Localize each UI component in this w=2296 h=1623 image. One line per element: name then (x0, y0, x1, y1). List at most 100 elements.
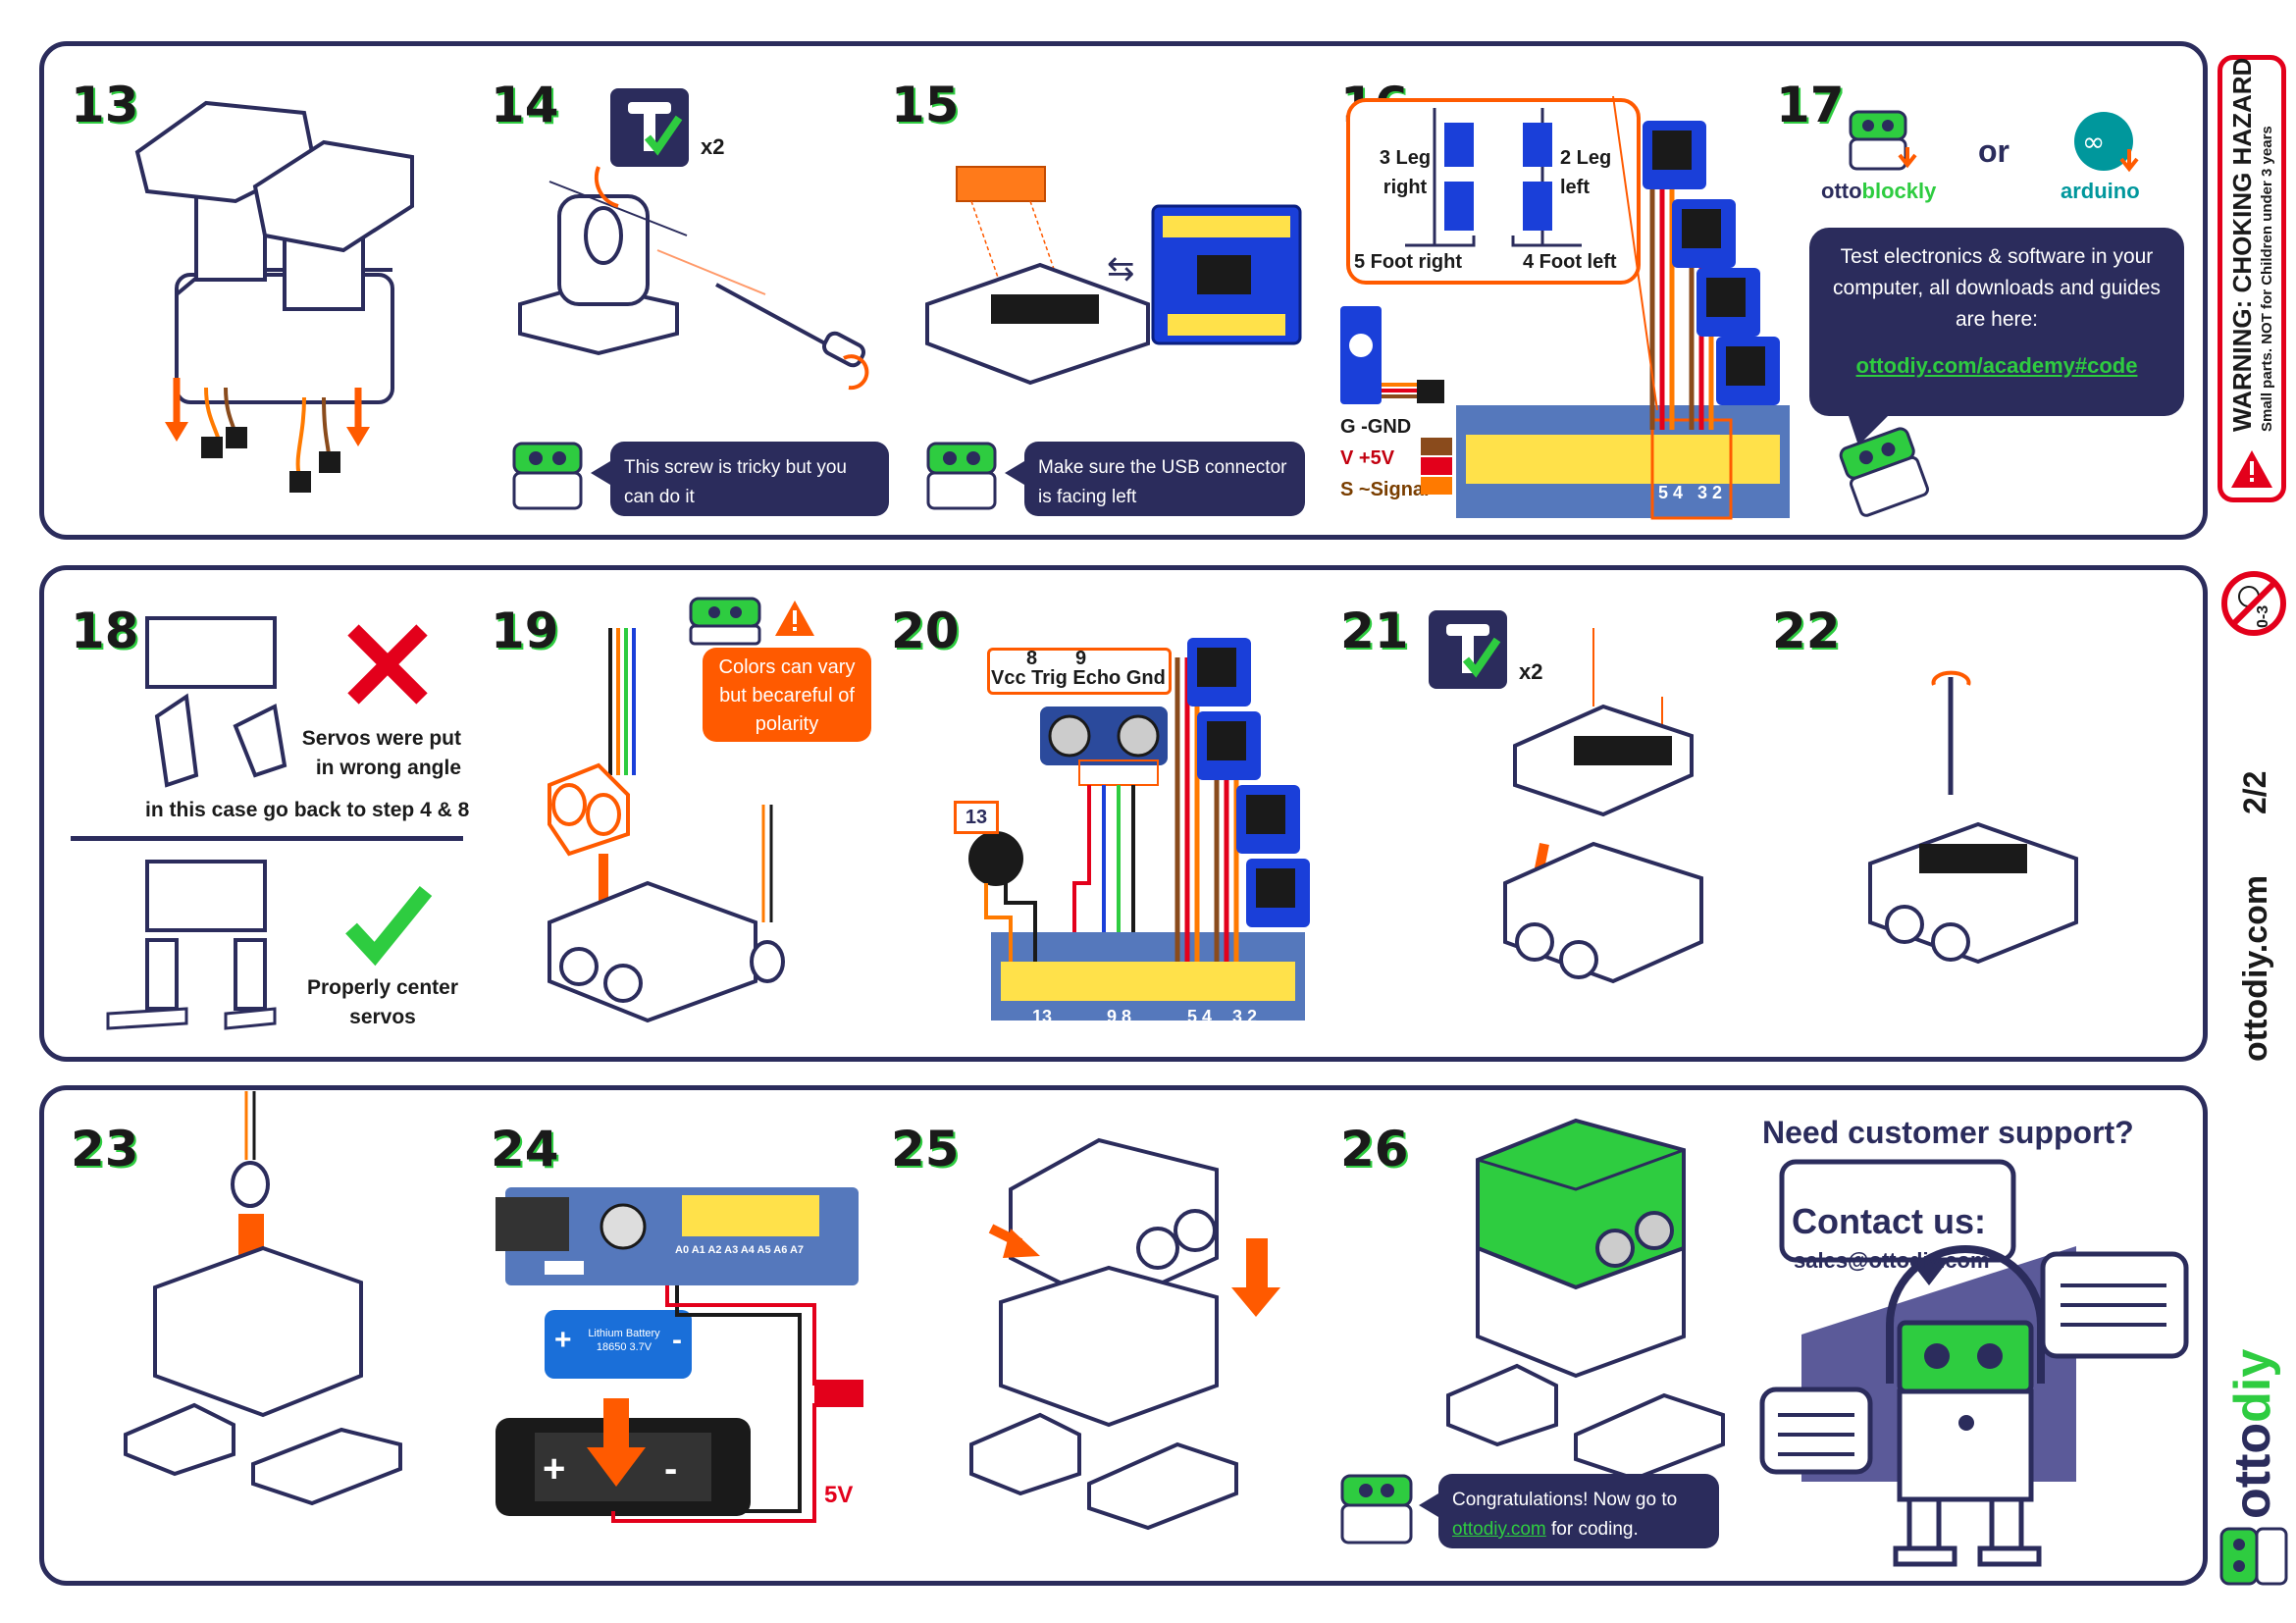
website-label[interactable]: ottodiy.com (2237, 874, 2274, 1062)
pin-9-label: 9 (1075, 648, 1087, 669)
pins-3-2: 3 2 (1697, 483, 1723, 502)
wrong-x-icon (347, 624, 428, 705)
step-14-illustration (518, 166, 869, 391)
ultrasonic-pins-text: Vcc Trig Echo Gnd (991, 667, 1166, 689)
step-20-number: 20 (891, 602, 960, 659)
step-14-number: 14 (491, 77, 559, 133)
academy-link[interactable]: ottodiy.com/academy#code (1855, 353, 2138, 378)
step-17-number: 17 (1776, 77, 1845, 133)
contact-title: Contact us: (1792, 1201, 1986, 1241)
servo-legend-box (1346, 98, 1641, 285)
no-under-3-icon (2221, 571, 2286, 636)
otto-mascot-icon (1340, 1474, 1415, 1544)
label-vcc: V +5V (1340, 447, 1395, 469)
ultrasonic-pin-header (987, 648, 1172, 695)
label-foot-left: 4 Foot left (1523, 251, 1617, 273)
page-number: 2/2 (2237, 770, 2272, 814)
otto-mascot-icon (689, 597, 763, 646)
screw-check-icon (610, 88, 689, 167)
pin-3-2-label: 3 2 (1232, 1007, 1258, 1026)
step-18-right-illustration (106, 860, 277, 1030)
svg-text:∞: ∞ (2082, 126, 2105, 158)
step-26-robot-illustration (1446, 1118, 1725, 1482)
pins-5-4: 5 4 (1658, 483, 1684, 502)
pin-9-8-label: 9 8 (1107, 1007, 1132, 1026)
step-24-number: 24 (491, 1121, 559, 1178)
choking-hazard-badge (2218, 55, 2286, 502)
warning-triangle-icon (775, 601, 814, 636)
servo-legs-diagram (1405, 108, 1582, 247)
choking-hazard-subtitle: Small parts. NOT for Children under 3 ye… (2259, 126, 2275, 432)
step-19-illustration (548, 628, 785, 1023)
pin-8-label: 8 (1026, 648, 1038, 669)
svg-text:+: + (543, 1447, 565, 1491)
screw-check-icon (1429, 610, 1507, 689)
step-15-number: 15 (891, 77, 960, 133)
svg-text:-: - (672, 1324, 682, 1356)
support-title: Need customer support? (1762, 1115, 2134, 1150)
otto-mascot-icon (1836, 419, 1949, 532)
polarity-warning-box: Colors can vary but becareful of polarit… (703, 648, 871, 742)
ottoblockly-logo-icon (1849, 110, 1917, 173)
go-back-text: in this case go back to step 4 & 8 (145, 799, 470, 821)
otto-mascot-icon (512, 442, 583, 510)
step-25-number: 25 (891, 1121, 960, 1178)
svg-text:+: + (554, 1324, 572, 1356)
label-leg-left: 2 Leg left (1560, 147, 1612, 198)
center-servos-text: Properly center servos (306, 976, 459, 1028)
voltage-label: 5V (824, 1482, 854, 1508)
wrong-angle-text: Servos were put in wrong angle (301, 727, 461, 779)
pin-13-label: 13 (1032, 1007, 1053, 1026)
buzzer-pin-badge: 13 (954, 801, 999, 834)
step-20-wiring-illustration (968, 638, 1310, 1021)
step-24-illustration: + - + - (496, 1187, 863, 1523)
ottodiy-link[interactable]: ottodiy.com (1452, 1519, 1546, 1540)
age-label: 0-3 (2255, 604, 2271, 628)
analog-pins-label: A0 A1 A2 A3 A4 A5 A6 A7 (675, 1244, 805, 1256)
choking-hazard-title: WARNING: CHOKING HAZARD (2227, 57, 2257, 432)
label-signal: S ~Signal (1340, 479, 1430, 500)
step-14-tip: This screw is tricky but you can do it (591, 442, 889, 516)
servo-connector-icon (1340, 306, 1444, 404)
arduino-logo-text: arduino (2061, 179, 2140, 203)
otto-mascot-icon (926, 442, 997, 510)
step-19-number: 19 (491, 602, 559, 659)
step-22-number: 22 (1772, 602, 1841, 659)
support-email[interactable]: sales@ottodiy.com (1794, 1248, 1990, 1273)
otto-logo-icon (2219, 1527, 2290, 1586)
step-18-number: 18 (71, 602, 139, 659)
step-14-count: x2 (701, 134, 725, 159)
label-leg-right: 3 Leg right (1379, 147, 1432, 198)
bubble-tail (1849, 416, 1888, 445)
step-26-number: 26 (1340, 1121, 1409, 1178)
right-check-icon (345, 885, 433, 967)
step-13-number: 13 (71, 77, 139, 133)
step-13-illustration (134, 100, 414, 493)
ottoblockly-logo-text: ottoblockly (1821, 179, 1937, 203)
step-18-wrong-illustration (145, 616, 287, 788)
step-16-board-illustration (1456, 95, 1790, 520)
svg-text:-: - (664, 1447, 677, 1491)
step-23-number: 23 (71, 1121, 139, 1178)
step-26-tip: Congratulations! Now go to ottodiy.com f… (1419, 1474, 1719, 1548)
step-21-count: x2 (1519, 659, 1543, 684)
or-text: or (1978, 133, 2009, 169)
arduino-logo-icon: ∞ (2072, 110, 2141, 179)
warning-triangle-icon (2231, 450, 2272, 488)
step-17-info-box: Test electronics & software in your comp… (1809, 228, 2184, 416)
step-15-tip: Make sure the USB connector is facing le… (1005, 442, 1305, 516)
pin-5-4-label: 5 4 (1187, 1007, 1213, 1026)
step-25-illustration (969, 1137, 1280, 1531)
battery-label: Lithium Battery 18650 3.7V (588, 1328, 660, 1353)
step-22-illustration (1868, 670, 2078, 965)
step-21-illustration (1503, 628, 1703, 984)
ottodiy-logo-text: ottodiy (2224, 1348, 2281, 1519)
svg-text:⇆: ⇆ (1107, 250, 1135, 288)
step-15-illustration: ⇆ (925, 166, 1302, 386)
support-illustration (1759, 1159, 2189, 1567)
step-23-illustration (124, 1091, 402, 1506)
step-21-number: 21 (1340, 602, 1409, 659)
label-gnd: G -GND (1340, 416, 1412, 438)
divider (71, 836, 463, 841)
label-foot-right: 5 Foot right (1354, 251, 1462, 273)
